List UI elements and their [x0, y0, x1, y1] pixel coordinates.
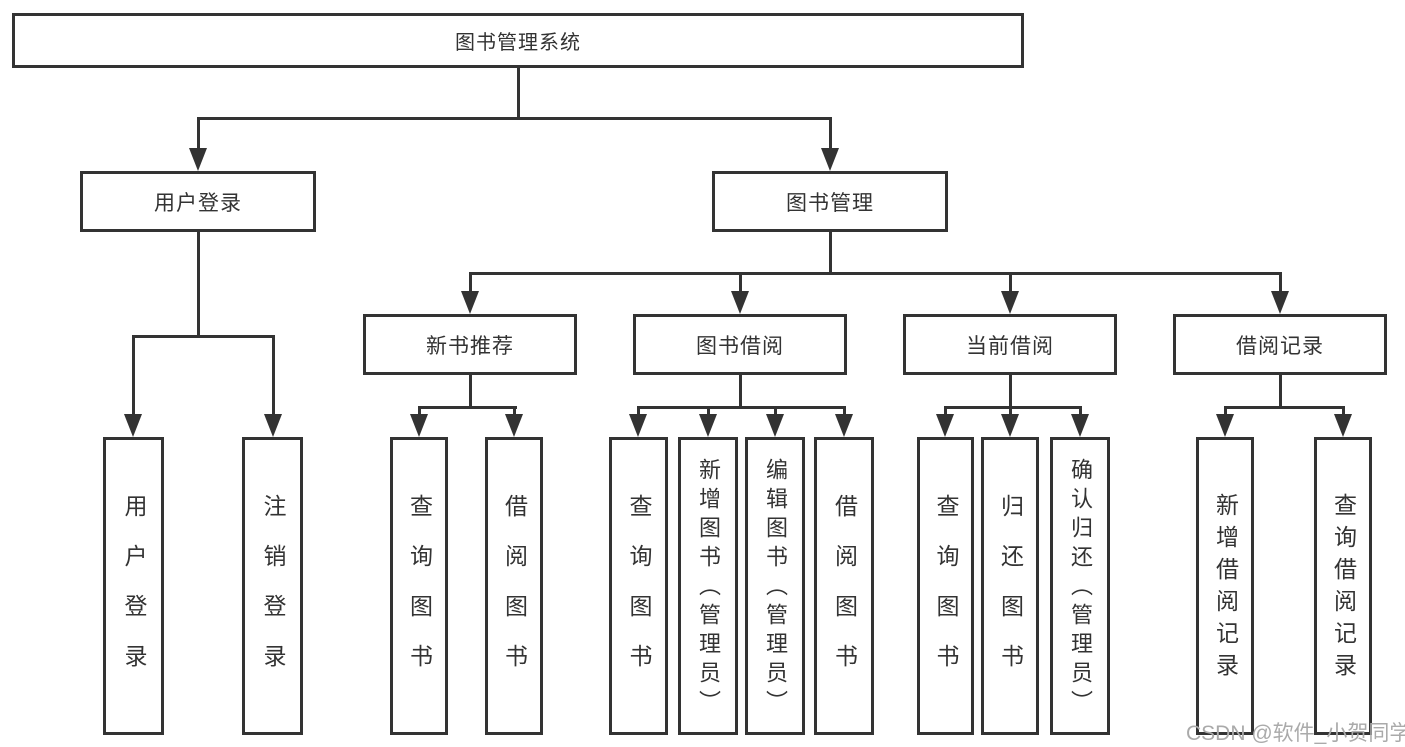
leaf-query-books-borrowing: 查询图书 [609, 437, 668, 735]
node-library-management-system: 图书管理系统 [12, 13, 1024, 68]
arrowhead-down [766, 414, 784, 437]
connector-drop [1224, 406, 1227, 418]
node-label: 当前借阅 [966, 334, 1054, 358]
connector-stub [197, 232, 200, 338]
connector-stub [1279, 375, 1282, 409]
connector-drop [707, 406, 710, 418]
node-label: 借阅记录 [1236, 334, 1324, 358]
leaf-label: 借阅图书 [831, 494, 858, 694]
leaf-return-book: 归还图书 [981, 437, 1039, 735]
connector-drop [1279, 272, 1282, 294]
leaf-borrow-books-borrowing: 借阅图书 [814, 437, 874, 735]
node-current-borrowing: 当前借阅 [903, 314, 1117, 375]
connector-drop [197, 117, 200, 151]
arrowhead-down [936, 414, 954, 437]
connector-drop [829, 117, 832, 151]
arrowhead-down [1216, 414, 1234, 437]
leaf-confirm-return-admin: 确认归还（管理员） [1050, 437, 1110, 735]
connector-drop [513, 406, 516, 418]
leaf-label: 新增图书（管理员） [696, 458, 721, 719]
connector-stub [469, 375, 472, 409]
connector-branch [469, 272, 1282, 275]
arrowhead-down [1001, 414, 1019, 437]
node-label: 图书管理 [786, 191, 874, 215]
connector-drop [843, 406, 846, 418]
leaf-label: 注销登录 [260, 494, 286, 694]
connector-drop [418, 406, 421, 418]
csdn-watermark: CSDN @软件_小贺同学 [1186, 722, 1405, 745]
leaf-user-login: 用户登录 [103, 437, 164, 735]
leaf-label: 归还图书 [997, 494, 1024, 694]
arrowhead-down [821, 148, 839, 171]
leaf-label: 确认归还（管理员） [1068, 458, 1093, 719]
leaf-label: 编辑图书（管理员） [763, 458, 788, 719]
leaf-query-books-recommend: 查询图书 [390, 437, 448, 735]
node-label: 图书管理系统 [455, 32, 581, 54]
connector-drop [1342, 406, 1345, 418]
arrowhead-down [629, 414, 647, 437]
connector-drop [774, 406, 777, 418]
connector-drop [1079, 406, 1082, 418]
arrowhead-down [835, 414, 853, 437]
node-label: 新书推荐 [426, 334, 514, 358]
node-label: 图书借阅 [696, 334, 784, 358]
arrowhead-down [731, 291, 749, 314]
connector-branch [418, 406, 517, 409]
leaf-logout: 注销登录 [242, 437, 303, 735]
connector-drop [1009, 272, 1012, 294]
leaf-borrow-books-recommend: 借阅图书 [485, 437, 543, 735]
leaf-add-book-admin: 新增图书（管理员） [678, 437, 738, 735]
connector-drop [469, 272, 472, 294]
leaf-query-books-current: 查询图书 [917, 437, 974, 735]
connector-drop [944, 406, 947, 418]
node-user-login: 用户登录 [80, 171, 316, 232]
leaf-label: 查询借阅记录 [1330, 493, 1357, 685]
node-book-borrowing: 图书借阅 [633, 314, 847, 375]
arrowhead-down [461, 291, 479, 314]
connector-drop [132, 335, 135, 415]
arrowhead-down [264, 414, 282, 437]
connector-stub [829, 232, 832, 275]
leaf-add-borrow-record: 新增借阅记录 [1196, 437, 1254, 735]
connector-drop [637, 406, 640, 418]
node-new-book-recommend: 新书推荐 [363, 314, 577, 375]
connector-stub [1009, 375, 1012, 409]
arrowhead-down [1334, 414, 1352, 437]
connector-branch [637, 406, 846, 409]
leaf-edit-book-admin: 编辑图书（管理员） [745, 437, 805, 735]
arrowhead-down [410, 414, 428, 437]
leaf-label: 借阅图书 [501, 494, 528, 694]
arrowhead-down [1001, 291, 1019, 314]
arrowhead-down [1071, 414, 1089, 437]
connector-root-stub [517, 66, 520, 120]
connector-drop [739, 272, 742, 294]
node-label: 用户登录 [154, 191, 242, 215]
leaf-label: 用户登录 [121, 494, 147, 694]
leaf-label: 查询图书 [933, 494, 959, 694]
arrowhead-down [189, 148, 207, 171]
connector-drop [1009, 406, 1012, 418]
leaf-label: 查询图书 [626, 494, 652, 694]
connector-branch [944, 406, 1082, 409]
connector-branch [1224, 406, 1345, 409]
connector-drop [272, 335, 275, 415]
node-borrowing-records: 借阅记录 [1173, 314, 1387, 375]
connector-root-branch [197, 117, 832, 120]
leaf-query-borrow-record: 查询借阅记录 [1314, 437, 1372, 735]
leaf-label: 新增借阅记录 [1212, 493, 1239, 685]
arrowhead-down [124, 414, 142, 437]
node-book-management: 图书管理 [712, 171, 948, 232]
arrowhead-down [505, 414, 523, 437]
connector-stub [739, 375, 742, 409]
arrowhead-down [1271, 291, 1289, 314]
arrowhead-down [699, 414, 717, 437]
connector-branch [132, 335, 275, 338]
leaf-label: 查询图书 [406, 494, 433, 694]
